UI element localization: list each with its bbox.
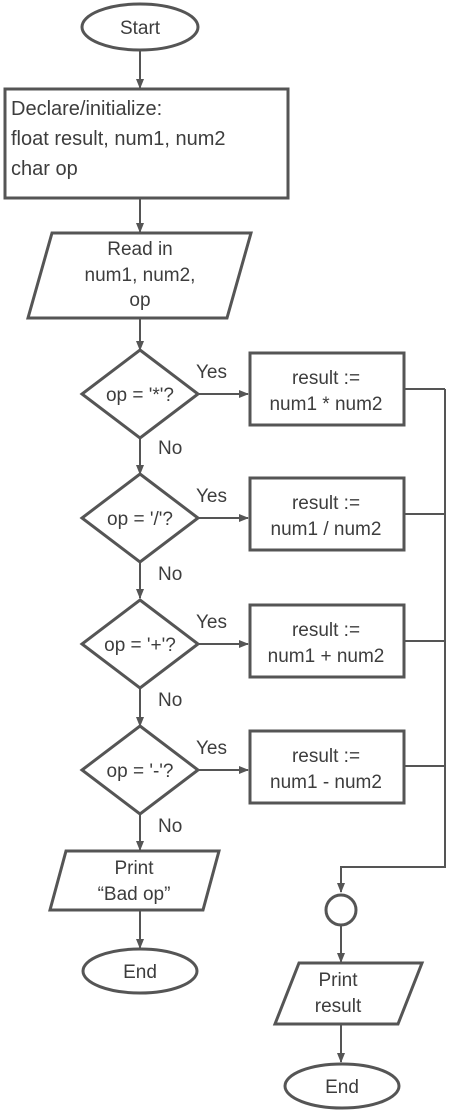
decision-3-question: op = '+'? xyxy=(104,635,176,656)
end-terminal-right: End xyxy=(283,1062,401,1110)
action-divide-box: result := num1 / num2 xyxy=(248,476,406,552)
merge-junction-circle xyxy=(324,893,358,927)
decision-1-yes-label: Yes xyxy=(196,362,227,383)
decision-multiply: op = '*'? xyxy=(79,348,201,440)
action-3-line-2: num1 + num2 xyxy=(268,646,385,667)
decision-4-yes-label: Yes xyxy=(196,738,227,759)
action-multiply-box: result := num1 * num2 xyxy=(248,351,406,427)
decision-3-yes-label: Yes xyxy=(196,612,227,633)
action-2-line-2: num1 / num2 xyxy=(271,519,382,540)
start-label: Start xyxy=(120,18,161,39)
action-add-box: result := num1 + num2 xyxy=(248,603,406,679)
decision-subtract: op = '-'? xyxy=(79,724,201,816)
decision-3-no-label: No xyxy=(158,690,182,711)
declare-line-3: char op xyxy=(11,158,78,180)
end-terminal-left: End xyxy=(81,947,199,995)
declare-line-1: Declare/initialize: xyxy=(11,98,162,120)
decision-2-question: op = '/'? xyxy=(107,509,173,530)
decision-1-question: op = '*'? xyxy=(106,385,174,406)
print-result-line-2: result xyxy=(315,996,362,1017)
declare-line-2: float result, num1, num2 xyxy=(11,128,226,150)
decision-add: op = '+'? xyxy=(79,598,201,690)
decision-4-no-label: No xyxy=(158,816,182,837)
decision-2-no-label: No xyxy=(158,564,182,585)
read-line-1: Read in xyxy=(107,239,173,260)
decision-divide: op = '/'? xyxy=(79,472,201,564)
connector-merge-bus xyxy=(337,389,446,893)
decision-4-question: op = '-'? xyxy=(107,761,174,782)
decision-1-no-label: No xyxy=(158,438,182,459)
decision-2-yes-label: Yes xyxy=(196,486,227,507)
action-3-line-1: result := xyxy=(292,620,360,641)
start-terminal: Start xyxy=(80,2,200,52)
print-result-parallelogram: Print result xyxy=(272,961,425,1026)
action-subtract-box: result := num1 - num2 xyxy=(248,729,406,805)
action-4-line-2: num1 - num2 xyxy=(270,772,382,793)
end-right-label: End xyxy=(325,1077,359,1098)
action-2-line-1: result := xyxy=(292,493,360,514)
action-1-line-1: result := xyxy=(292,368,360,389)
print-result-line-1: Print xyxy=(318,970,358,991)
declare-process-box: Declare/initialize: float result, num1, … xyxy=(3,87,290,200)
action-1-line-2: num1 * num2 xyxy=(269,394,382,415)
print-bad-line-1: Print xyxy=(114,858,154,879)
action-4-line-1: result := xyxy=(292,746,360,767)
read-line-2: num1, num2, xyxy=(85,265,196,286)
print-bad-line-2: “Bad op” xyxy=(98,884,171,905)
read-line-3: op xyxy=(129,290,150,311)
end-left-label: End xyxy=(123,962,157,983)
read-input-parallelogram: Read in num1, num2, op xyxy=(26,231,253,320)
print-bad-op-parallelogram: Print “Bad op” xyxy=(48,849,221,912)
